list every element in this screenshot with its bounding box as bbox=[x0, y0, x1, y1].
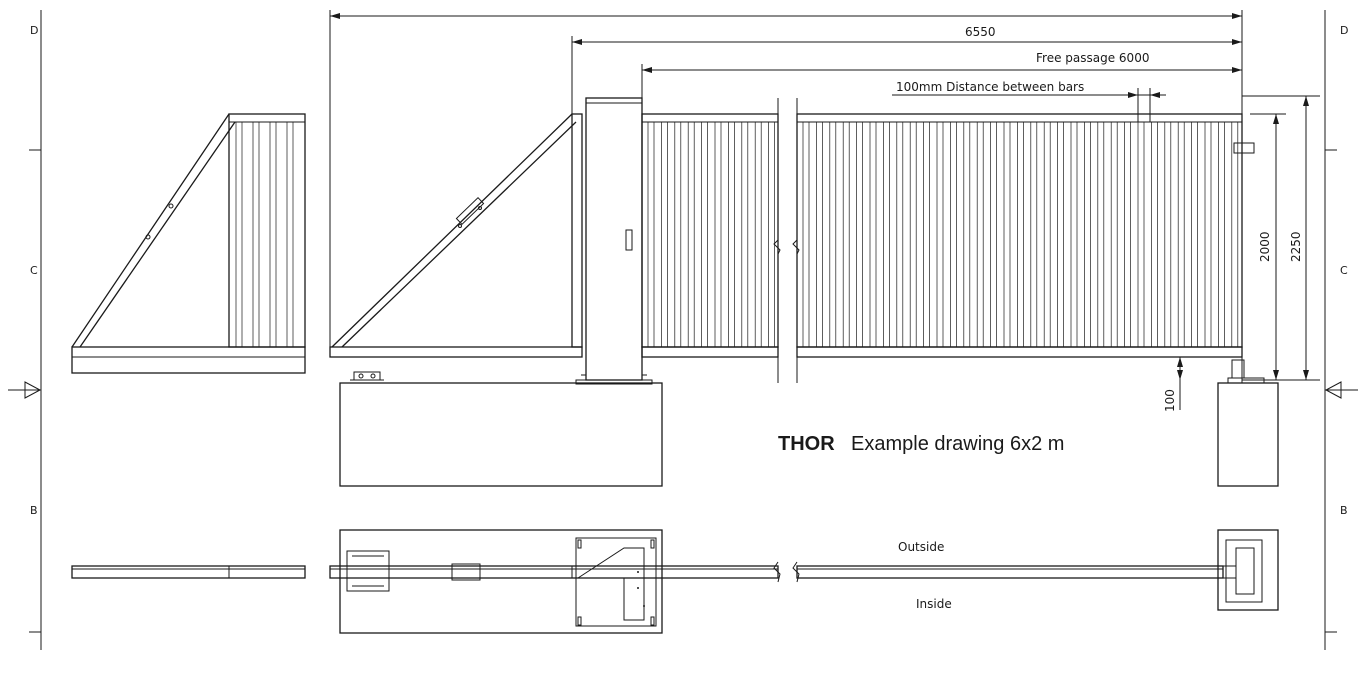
gate-bar bbox=[1110, 121, 1118, 348]
gate-bar bbox=[1204, 121, 1212, 348]
gate-bar bbox=[856, 121, 863, 348]
outside-label: Outside bbox=[898, 540, 944, 554]
gate-bar bbox=[1177, 121, 1185, 348]
gate-bar bbox=[674, 121, 682, 348]
total-height-dimension: 2250 bbox=[1289, 231, 1303, 262]
drawing-frame bbox=[8, 10, 1358, 650]
gate-bar bbox=[936, 121, 944, 348]
gate-bar bbox=[1017, 121, 1024, 348]
gate-bar bbox=[883, 121, 890, 348]
gate-bar bbox=[1070, 121, 1078, 348]
side-view bbox=[71, 113, 306, 374]
gate-bar bbox=[1151, 121, 1158, 348]
ground-clearance-dimension: 100 bbox=[1163, 389, 1177, 412]
gate-bar bbox=[896, 121, 904, 348]
gate-bar bbox=[1097, 121, 1105, 348]
overall-length-dimension: 6550 bbox=[965, 25, 996, 39]
gate-bar bbox=[1231, 121, 1239, 348]
zone-right-b: B bbox=[1340, 504, 1348, 517]
gate-bar bbox=[923, 121, 930, 348]
gate-bar bbox=[963, 121, 971, 348]
gate-bar bbox=[728, 121, 735, 348]
gate-bar bbox=[286, 121, 294, 348]
gate-bar bbox=[269, 121, 277, 348]
gate-bar bbox=[829, 121, 837, 348]
title-subtitle: Example drawing 6x2 m bbox=[851, 433, 1064, 455]
gate-bar bbox=[1218, 121, 1225, 348]
gate-bar bbox=[768, 121, 775, 348]
zone-right-d: D bbox=[1340, 24, 1348, 37]
gate-bar bbox=[990, 121, 997, 348]
zone-left-d: D bbox=[30, 24, 38, 37]
gate-bar bbox=[842, 121, 850, 348]
gate-bar bbox=[909, 121, 917, 348]
zone-markers: D C B D C B bbox=[30, 24, 1348, 517]
gate-bar bbox=[1003, 121, 1011, 348]
front-elevation bbox=[329, 10, 1320, 487]
gate-bar bbox=[1164, 121, 1172, 348]
zone-left-c: C bbox=[30, 264, 38, 277]
gate-bar bbox=[1057, 121, 1064, 348]
gate-bar bbox=[1191, 121, 1198, 348]
inside-label: Inside bbox=[916, 597, 952, 611]
gate-bar bbox=[1084, 121, 1091, 348]
gate-bar bbox=[235, 121, 243, 348]
gate-bar bbox=[950, 121, 957, 348]
gate-bar bbox=[252, 121, 260, 348]
gate-bar bbox=[869, 121, 877, 348]
gate-bar bbox=[1137, 121, 1145, 348]
gate-bar bbox=[976, 121, 984, 348]
zone-right-c: C bbox=[1340, 264, 1348, 277]
gate-bar bbox=[687, 121, 695, 348]
gate-bar bbox=[701, 121, 708, 348]
gate-bar bbox=[1124, 121, 1131, 348]
bar-spacing-label: 100mm Distance between bars bbox=[896, 80, 1084, 94]
gate-bar bbox=[754, 121, 762, 348]
gate-bar bbox=[647, 121, 655, 348]
title-brand: THOR bbox=[778, 433, 835, 455]
gate-bar bbox=[714, 121, 722, 348]
plan-view bbox=[71, 529, 1279, 634]
gate-bar bbox=[741, 121, 749, 348]
dimension-lines bbox=[330, 13, 1320, 410]
gate-bar bbox=[1030, 121, 1038, 348]
free-passage-label: Free passage 6000 bbox=[1036, 51, 1149, 65]
gate-bar bbox=[1043, 121, 1051, 348]
gate-bar bbox=[816, 121, 823, 348]
gate-bar bbox=[661, 121, 668, 348]
gate-height-dimension: 2000 bbox=[1258, 231, 1272, 262]
gate-bar bbox=[802, 121, 810, 348]
zone-left-b: B bbox=[30, 504, 38, 517]
